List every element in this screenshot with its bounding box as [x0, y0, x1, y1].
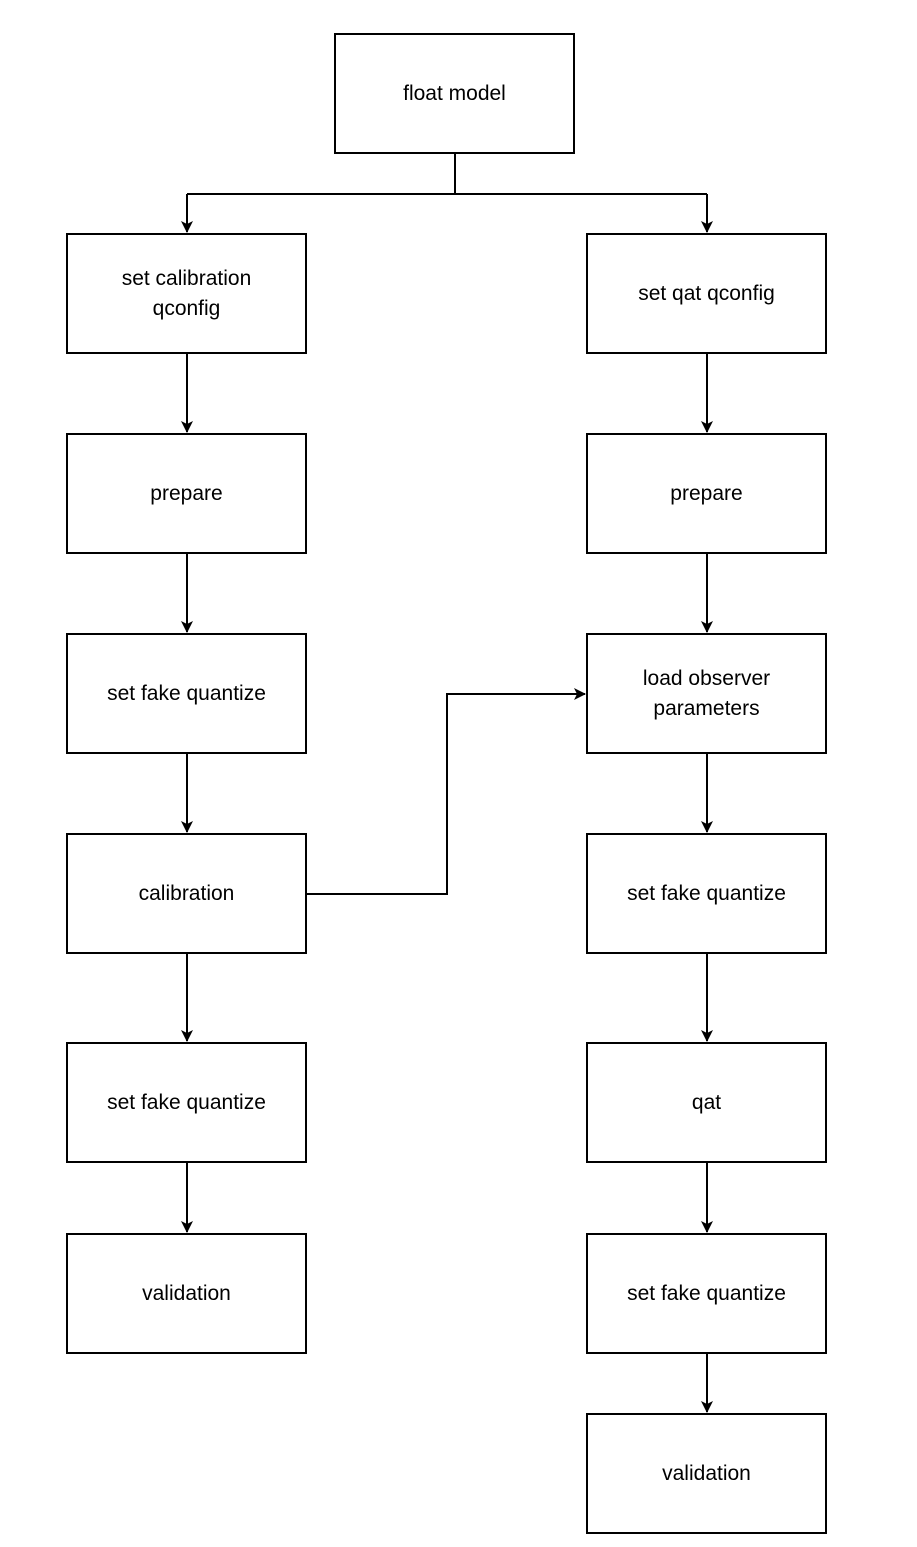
node-label: set calibration qconfig	[121, 266, 252, 320]
node-set-fake-quantize-left-2: set fake quantize	[66, 1042, 307, 1163]
node-label: set fake quantize	[627, 881, 786, 905]
node-validation-left: validation	[66, 1233, 307, 1354]
node-set-fake-quantize-right-2: set fake quantize	[586, 1233, 827, 1354]
node-label: set fake quantize	[627, 1281, 786, 1305]
node-label: load observer parameters	[642, 666, 771, 720]
node-label: set qat qconfig	[638, 281, 775, 305]
node-label: validation	[662, 1461, 751, 1485]
node-label: set fake quantize	[107, 1090, 266, 1114]
node-label: qat	[691, 1090, 722, 1114]
node-load-observer-parameters: load observer parameters	[586, 633, 827, 754]
node-label: float model	[403, 81, 506, 105]
node-calibration: calibration	[66, 833, 307, 954]
node-label: prepare	[670, 481, 743, 505]
node-label: calibration	[138, 881, 235, 905]
node-qat: qat	[586, 1042, 827, 1163]
node-set-qat-qconfig: set qat qconfig	[586, 233, 827, 354]
node-set-fake-quantize-right-1: set fake quantize	[586, 833, 827, 954]
node-label: set fake quantize	[107, 681, 266, 705]
node-label: validation	[142, 1281, 231, 1305]
node-float-model: float model	[334, 33, 575, 154]
node-set-calibration-qconfig: set calibration qconfig	[66, 233, 307, 354]
node-label: prepare	[150, 481, 223, 505]
node-prepare-left: prepare	[66, 433, 307, 554]
arrow-calibration-to-load-observer	[307, 688, 586, 895]
node-validation-right: validation	[586, 1413, 827, 1534]
node-set-fake-quantize-left-1: set fake quantize	[66, 633, 307, 754]
node-prepare-right: prepare	[586, 433, 827, 554]
